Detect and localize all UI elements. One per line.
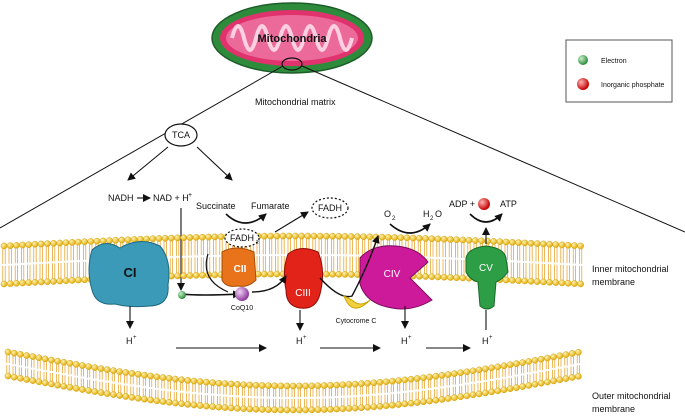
proton-ci-plus: + bbox=[133, 335, 137, 341]
nad-h-plus: + bbox=[188, 192, 192, 199]
adp-label: ADP + bbox=[449, 199, 475, 209]
electron-marker bbox=[178, 291, 186, 299]
legend-phosphate-label: Inorganic phosphate bbox=[601, 82, 665, 89]
atp-label: ATP bbox=[500, 199, 517, 209]
zoom-line-right bbox=[301, 65, 685, 233]
legend-phosphate-swatch bbox=[577, 78, 589, 90]
complex-i-shape bbox=[88, 241, 170, 308]
h2o-h-label: H bbox=[423, 209, 430, 219]
cytochrome-c-shape bbox=[343, 294, 371, 309]
proton-cv-plus: + bbox=[489, 335, 493, 341]
fadh-inner-label: FADH bbox=[230, 233, 254, 243]
proton-ci: H bbox=[126, 336, 133, 346]
legend-electron-label: Electron bbox=[601, 58, 627, 65]
tca-label: TCA bbox=[172, 130, 190, 140]
mitochondrion-illustration: Mitochondria bbox=[211, 2, 373, 74]
outer-membrane-bilayer bbox=[4, 348, 582, 414]
complex-v-label: CV bbox=[479, 263, 493, 274]
complex-v-shape bbox=[465, 245, 509, 310]
complex-i-label: CI bbox=[124, 265, 137, 280]
coq10-marker bbox=[235, 287, 249, 301]
complex-ii-label: CII bbox=[234, 264, 247, 275]
nad-label: NAD + H bbox=[153, 193, 189, 203]
legend: Electron Inorganic phosphate bbox=[565, 39, 673, 103]
o2-subscript: 2 bbox=[392, 216, 396, 222]
phosphate-marker bbox=[478, 198, 490, 210]
complex-ii-shape bbox=[221, 247, 257, 287]
inner-membrane-label-line2: membrane bbox=[592, 277, 635, 287]
outer-membrane-label-line2: membrane bbox=[592, 404, 635, 414]
nadh-label: NADH bbox=[108, 193, 134, 203]
proton-ciii: H bbox=[296, 336, 303, 346]
fadh-top-label: FADH bbox=[318, 203, 342, 213]
cytochrome-c-label: Cytocrome C bbox=[336, 318, 377, 325]
outer-membrane-label-line1: Outer mitochondrial bbox=[592, 391, 671, 401]
complex-iii-label: CIII bbox=[295, 288, 311, 299]
proton-ciii-plus: + bbox=[303, 335, 307, 341]
o2-label: O bbox=[384, 209, 391, 219]
zoom-line-left bbox=[0, 65, 284, 229]
inner-membrane-label-line1: Inner mitochondrial bbox=[592, 264, 669, 274]
proton-civ: H bbox=[401, 336, 408, 346]
legend-electron-swatch bbox=[578, 55, 588, 65]
succinate-label: Succinate bbox=[196, 201, 236, 211]
complex-iv-shape bbox=[359, 245, 433, 310]
fadh-inner-subscript: 2 bbox=[256, 240, 259, 246]
h2o-subscript: 2 bbox=[430, 216, 434, 222]
diagram-title: Mitochondria bbox=[257, 33, 327, 45]
complex-iii-shape bbox=[283, 248, 324, 309]
complex-iv-label: CIV bbox=[384, 269, 401, 280]
fumarate-label: Fumarate bbox=[251, 201, 290, 211]
proton-civ-plus: + bbox=[408, 335, 412, 341]
matrix-label: Mitochondrial matrix bbox=[255, 97, 336, 107]
coq10-label: CoQ10 bbox=[231, 305, 253, 312]
proton-cv: H bbox=[482, 336, 489, 346]
h2o-o-label: O bbox=[435, 209, 442, 219]
